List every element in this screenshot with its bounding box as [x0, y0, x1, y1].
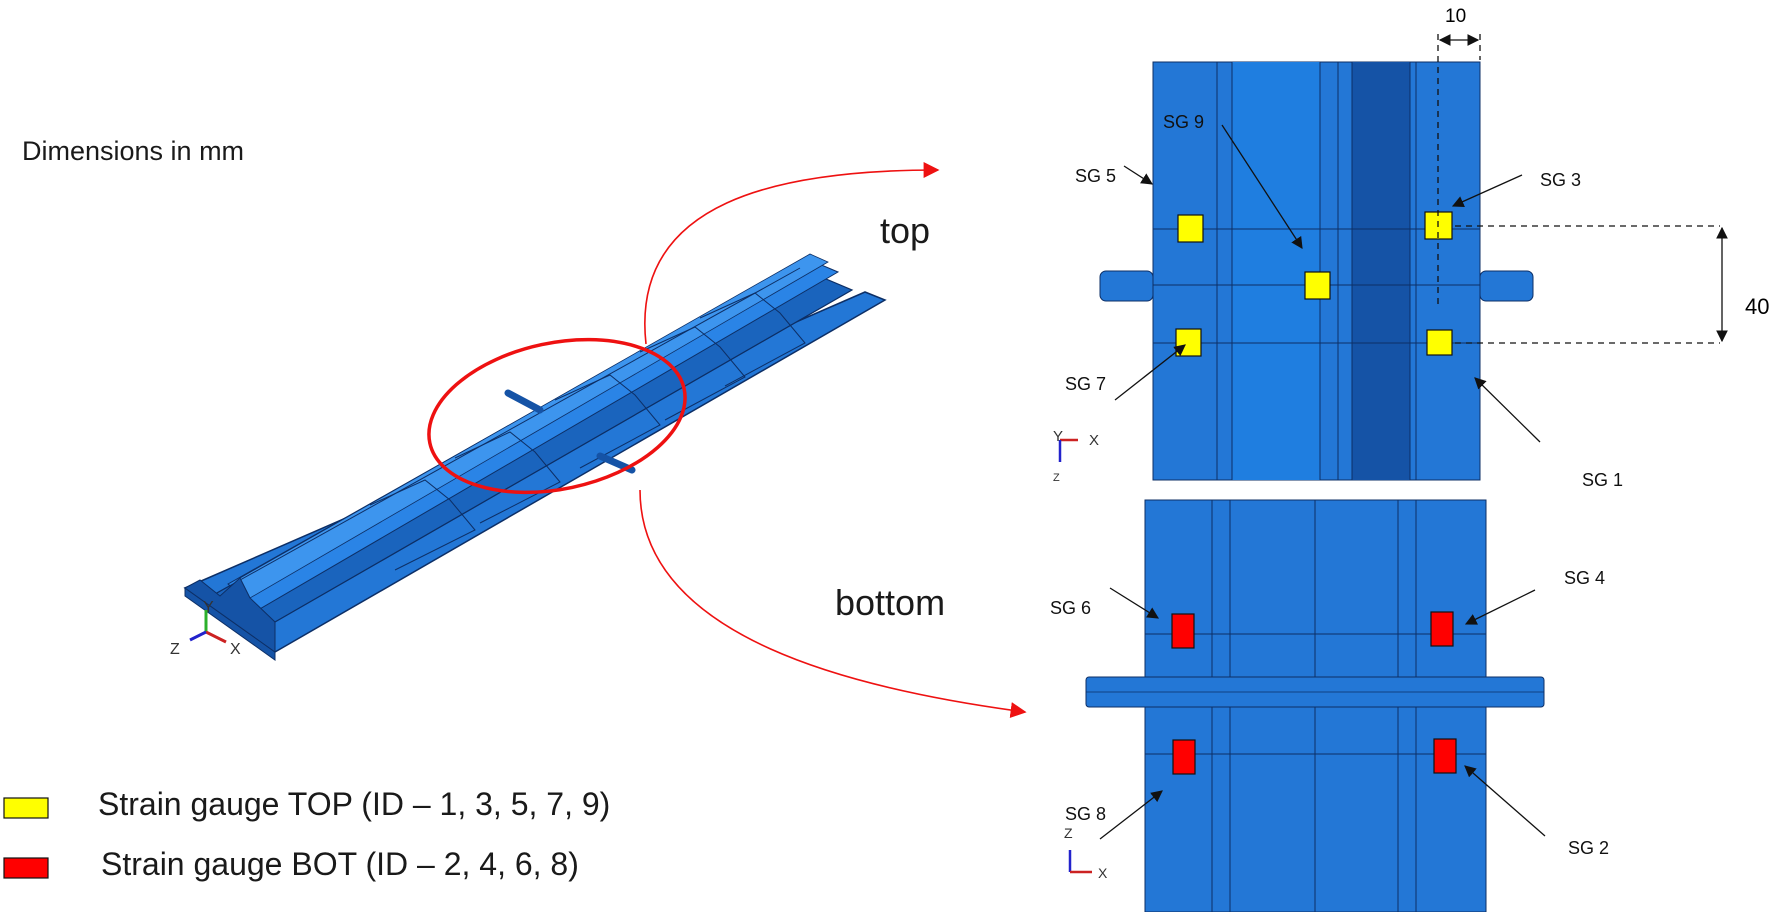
- gauge-sg6: [1171, 613, 1195, 649]
- bottom-axis-triad: Z X: [1064, 825, 1108, 881]
- label-sg6: SG 6: [1050, 598, 1091, 618]
- top-axis-z: Z: [1053, 472, 1060, 484]
- top-view: [1099, 61, 1534, 481]
- dim-spacing-x: 10: [1445, 6, 1466, 27]
- label-sg7: SG 7: [1065, 374, 1106, 394]
- zoom-callout-ellipse: [427, 337, 687, 495]
- label-sg5: SG 5: [1075, 166, 1116, 186]
- bottom-leaders: [1099, 587, 1546, 840]
- callout-arrow-top: [644, 162, 940, 345]
- top-gauge-labels: SG 5 SG 9 SG 3 SG 7 SG 1: [1065, 112, 1623, 490]
- top-axis-x: X: [1089, 432, 1099, 449]
- top-gauges: [1175, 211, 1453, 357]
- view-label-bottom: bottom: [835, 582, 946, 623]
- bottom-view: [1085, 499, 1545, 912]
- label-sg2: SG 2: [1568, 838, 1609, 858]
- top-axis-triad: Y X Z: [1053, 428, 1099, 484]
- isometric-model: [183, 253, 887, 661]
- legend-label-top: Strain gauge TOP (ID – 1, 3, 5, 7, 9): [98, 786, 611, 822]
- gauge-sg1: [1426, 329, 1453, 356]
- dim-spacing-y: 40: [1745, 294, 1769, 319]
- gauge-sg9: [1304, 271, 1331, 300]
- iso-axis-y: Y: [203, 599, 214, 616]
- top-axis-y: Y: [1053, 428, 1063, 445]
- iso-axis-x: X: [230, 641, 241, 658]
- label-sg8: SG 8: [1065, 804, 1106, 824]
- view-label-top: top: [880, 210, 931, 251]
- label-sg4: SG 4: [1564, 568, 1605, 588]
- legend-label-bot: Strain gauge BOT (ID – 2, 4, 6, 8): [101, 846, 579, 882]
- gauge-sg2: [1433, 738, 1457, 774]
- dimensions-note: Dimensions in mm: [22, 136, 245, 166]
- iso-axis-triad: Y Z X: [170, 599, 241, 658]
- label-sg3: SG 3: [1540, 170, 1581, 190]
- bottom-gauges: [1171, 611, 1457, 775]
- dimension-lines: [1437, 34, 1728, 344]
- bottom-axis-x: X: [1098, 865, 1108, 881]
- iso-axis-z: Z: [170, 641, 180, 658]
- legend-swatch-bot: [3, 857, 49, 879]
- gauge-sg7: [1175, 328, 1202, 357]
- gauge-sg5: [1177, 214, 1204, 243]
- bottom-axis-z: Z: [1064, 825, 1073, 841]
- label-sg9: SG 9: [1163, 112, 1204, 132]
- label-sg1: SG 1: [1582, 470, 1623, 490]
- legend-swatch-top: [3, 797, 49, 819]
- callout-arrow-bottom: [639, 489, 1027, 719]
- gauge-sg8: [1172, 739, 1196, 775]
- bottom-gauge-labels: SG 6 SG 4 SG 8 SG 2: [1050, 568, 1609, 858]
- top-leaders: [1114, 124, 1541, 443]
- gauge-sg4: [1430, 611, 1454, 647]
